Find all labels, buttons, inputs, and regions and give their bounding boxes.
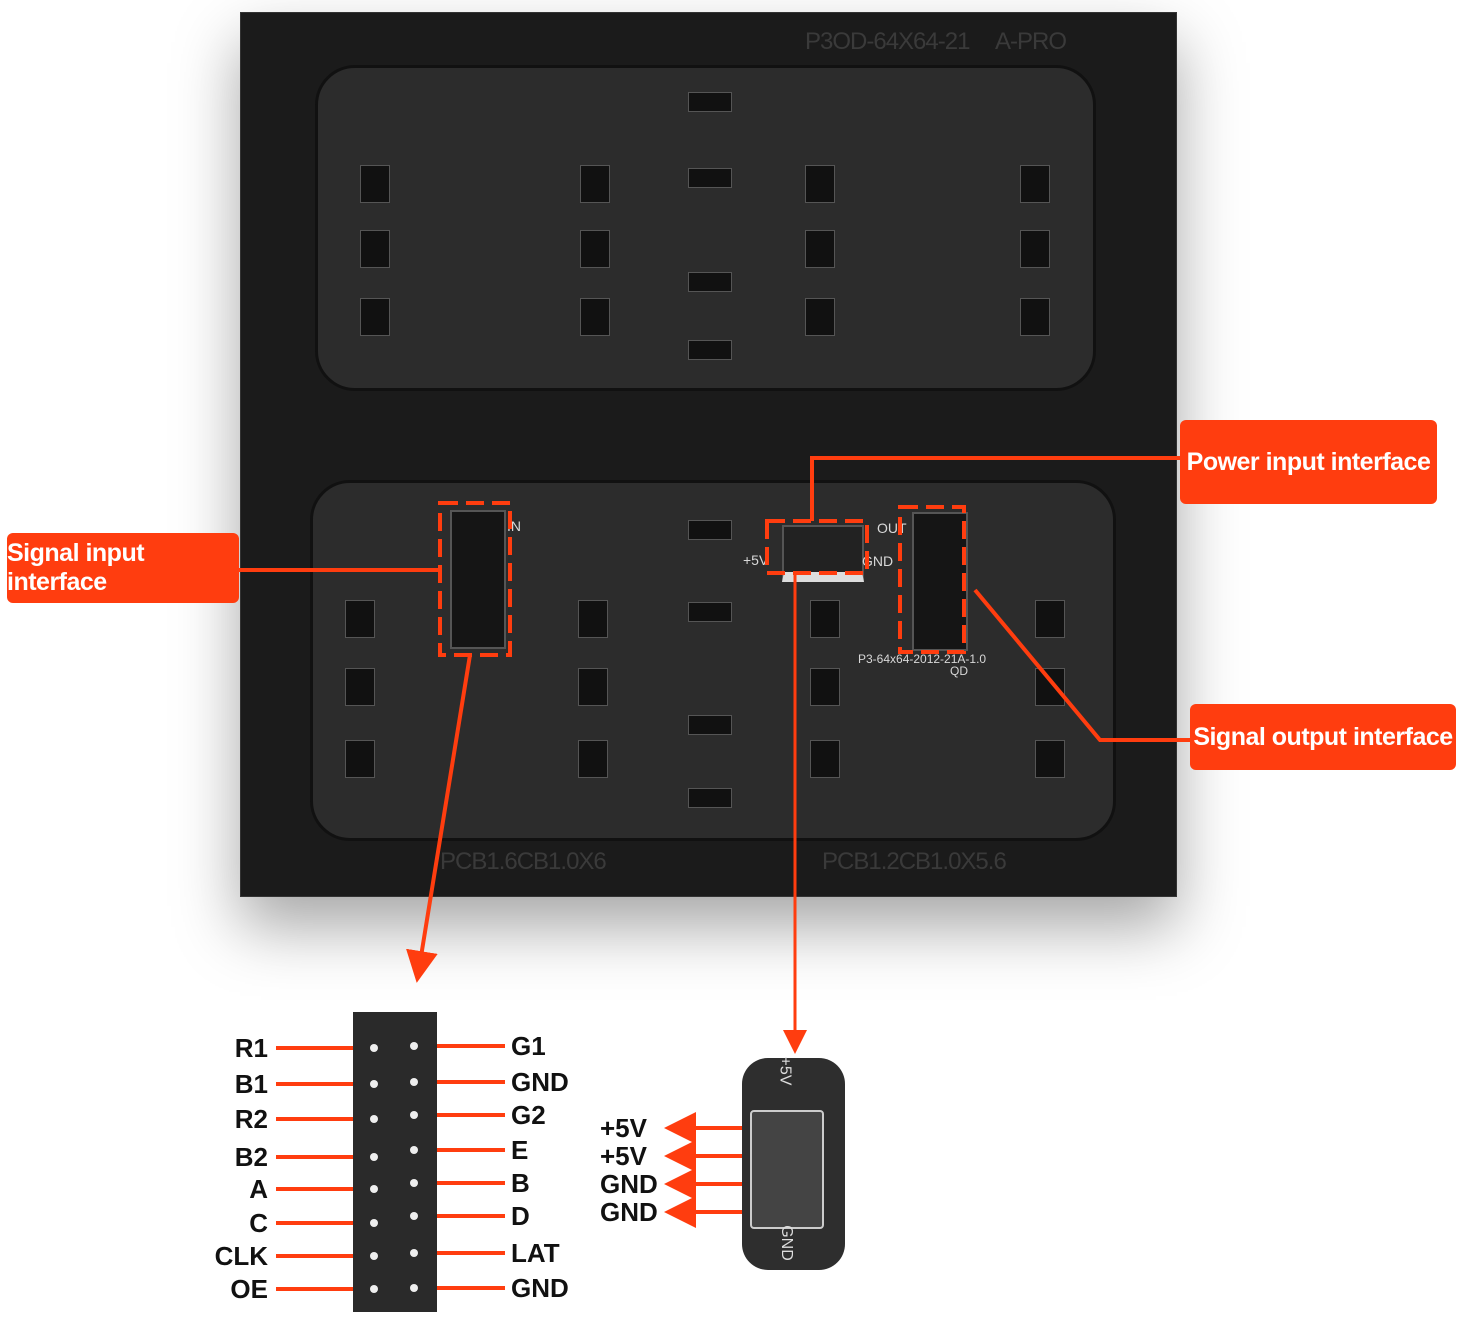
pin [370,1252,378,1260]
pin [370,1285,378,1293]
hub-pin-label-left: CLK [214,1241,268,1271]
driver-chip [360,298,390,336]
driver-chip [580,165,610,203]
power-terminal-block [750,1110,824,1229]
pin [410,1146,418,1154]
signal-input-callout: Signal input interface [7,533,239,603]
connector-gnd-label: GND [777,1225,795,1261]
hub-pin-label-right: LAT [511,1238,560,1268]
hub75-output-connector [912,512,968,651]
hub-pin-label-left: B1 [234,1069,268,1099]
driver-chip [810,600,840,638]
hub-pin-label-left: R2 [234,1104,268,1134]
driver-chip [805,165,835,203]
power-pin-label: GND [600,1197,658,1227]
driver-chip [1020,298,1050,336]
driver-chip [1020,230,1050,268]
driver-chip [805,298,835,336]
pin [370,1185,378,1193]
driver-chip [1035,668,1065,706]
hub-pin-label-left: OE [230,1274,268,1304]
pin [370,1153,378,1161]
driver-chip [688,168,732,188]
pcb-model-label: P3-64x64-2012-21A-1.0 [858,652,987,666]
hub-pin-label-left: R1 [234,1033,268,1063]
frame-spec-left: PCB1.6CB1.0X6 [440,848,607,875]
hub-pin-label-right: G2 [511,1100,546,1130]
power-pin-label: GND [600,1169,658,1199]
pin [410,1212,418,1220]
driver-chip [688,92,732,112]
driver-chip [345,668,375,706]
driver-chip [345,740,375,778]
pin [370,1219,378,1227]
pin [410,1179,418,1187]
driver-chip [688,520,732,540]
driver-chip [1020,165,1050,203]
driver-chip [810,668,840,706]
pin [370,1044,378,1052]
driver-chip [688,788,732,808]
hub-pin-label-left: A [249,1174,268,1204]
hub-pin-label-right: B [511,1168,530,1198]
driver-chip [578,668,608,706]
hub75-header-closeup [353,1012,437,1312]
pin [370,1080,378,1088]
signal-output-highlight [898,505,966,654]
pin [410,1078,418,1086]
driver-chip [360,230,390,268]
pin [410,1111,418,1119]
driver-chip [805,230,835,268]
signal-output-callout: Signal output interface [1190,704,1456,770]
hub-pin-label-right: GND [511,1067,569,1097]
driver-chip [580,298,610,336]
hub75-input-connector [450,510,506,649]
connector-plus5v-label: +5V [776,1056,794,1086]
driver-chip [810,740,840,778]
power-input-highlight [765,519,869,575]
signal-input-arrow [406,654,472,983]
plus5v-label: +5V [743,552,769,568]
hub-pin-label-left: C [249,1208,268,1238]
frame-brand-label: A-PRO [995,28,1067,55]
driver-chip [688,340,732,360]
driver-chip [360,165,390,203]
driver-chip [1035,740,1065,778]
power-pin-label: +5V [600,1113,647,1143]
pin [410,1249,418,1257]
hub-pin-label-right: E [511,1135,529,1165]
gnd-label: GND [862,553,894,569]
upper-pcb [315,65,1096,391]
pcb-maker-label: QD [950,664,968,678]
driver-chip [688,715,732,735]
driver-chip [688,602,732,622]
pin [410,1284,418,1292]
pin [370,1115,378,1123]
driver-chip [688,272,732,292]
power-pin-label: +5V [600,1141,647,1171]
pin [410,1042,418,1050]
driver-chip [1035,600,1065,638]
power-input-callout: Power input interface [1180,420,1437,504]
hub-pin-label-right: D [511,1201,530,1231]
driver-chip [580,230,610,268]
signal-input-highlight [438,501,512,657]
frame-spec-right: PCB1.2CB1.0X5.6 [822,848,1007,875]
frame-model-label: P3OD-64X64-21 [805,28,970,55]
lower-pcb [310,480,1116,841]
hub-pin-label-left: B2 [234,1142,268,1172]
driver-chip [578,740,608,778]
hub-pin-label-right: G1 [511,1031,546,1061]
driver-chip [578,600,608,638]
hub-pin-label-right: GND [511,1273,569,1303]
driver-chip [345,600,375,638]
